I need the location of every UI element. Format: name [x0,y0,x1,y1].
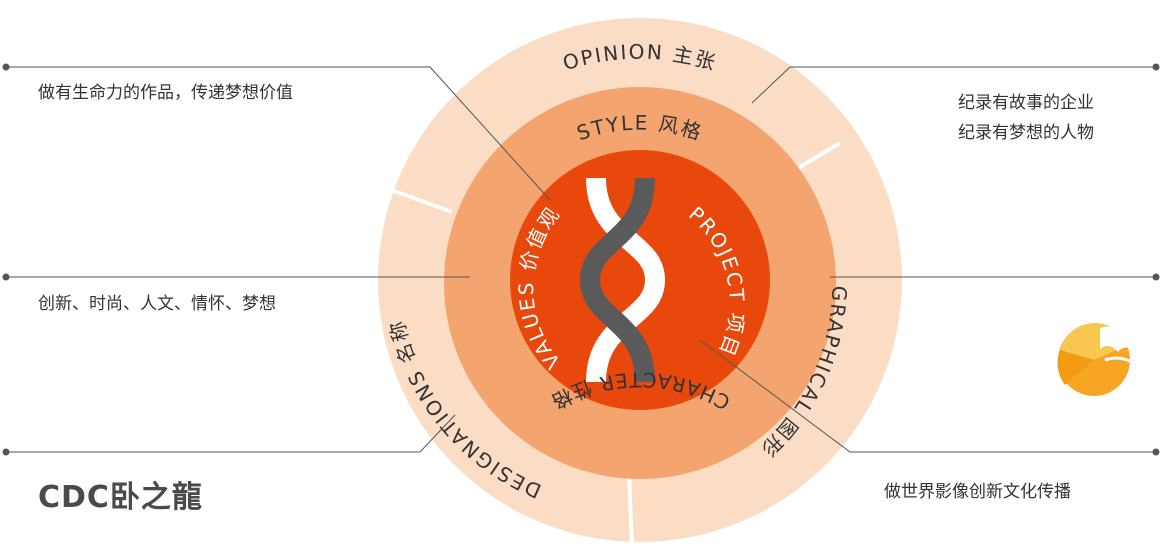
dragon-logo-icon [1057,323,1142,396]
note-bottom-right: 做世界影像创新文化传播 [884,482,1071,502]
note-middle-left: 创新、时尚、人文、情怀、梦想 [38,294,276,314]
connector-top-right [751,66,1156,104]
connector-dot [2,448,10,456]
connector-bottom-left [6,414,456,453]
note-top-right-line: 纪录有故事的企业 [958,93,1094,113]
note-top-right-line: 纪录有梦想的人物 [958,123,1094,143]
connector-dot [1152,63,1160,71]
connector-dot [1152,448,1160,456]
note-top-left: 做有生命力的作品，传递梦想价值 [38,83,293,103]
outer-divider-left [377,183,453,214]
connector-dot [2,273,10,281]
connector-dot [1152,273,1160,281]
logo-text: CDC卧之龍 [38,480,203,515]
connector-dot [2,63,10,71]
connectors [2,63,1160,456]
inner-circle [510,150,770,410]
note-top-right: 纪录有故事的企业 纪录有梦想的人物 [958,88,1094,148]
connector-bottom-right [699,339,1156,453]
helix-icon [579,177,666,383]
connector-top-left [6,66,551,201]
